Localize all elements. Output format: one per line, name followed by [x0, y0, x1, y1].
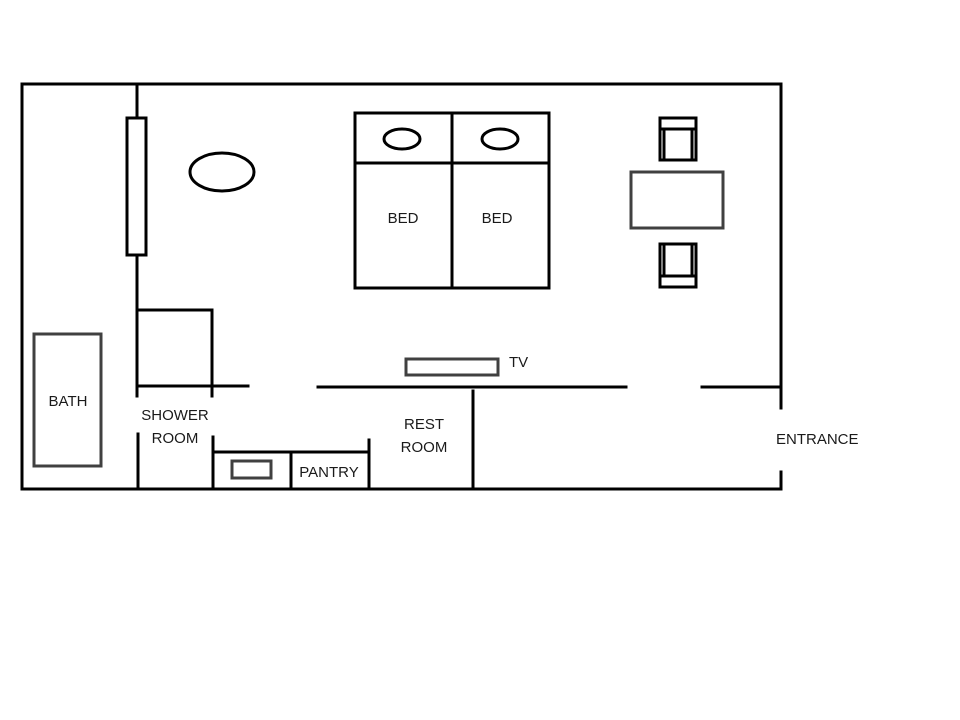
tv-icon: [404, 357, 500, 377]
chair-icon: [658, 116, 698, 162]
chair-icon: [658, 242, 698, 289]
label-rest-line1: REST: [404, 416, 444, 433]
double-bed: [353, 111, 551, 290]
wardrobe-icon: [125, 116, 148, 257]
label-rest-line2: ROOM: [401, 439, 448, 456]
label-bed-left: BED: [388, 210, 419, 227]
pillow-icon: [382, 127, 422, 151]
pillow-icon: [480, 127, 520, 151]
label-tv: TV: [509, 354, 528, 371]
label-bath: BATH: [49, 393, 88, 410]
dining-table-icon: [629, 170, 725, 230]
sink-icon: [230, 459, 273, 480]
round-table-icon: [188, 151, 256, 193]
label-shower-line1: SHOWER: [141, 407, 209, 424]
label-shower-line2: ROOM: [152, 430, 199, 447]
bathtub-icon: [32, 332, 103, 468]
outer-walls: [20, 82, 783, 491]
label-entrance: ENTRANCE: [776, 431, 859, 448]
interior-walls: [135, 82, 783, 491]
label-pantry: PANTRY: [299, 464, 358, 481]
dining-set: [629, 116, 725, 289]
label-bed-right: BED: [482, 210, 513, 227]
